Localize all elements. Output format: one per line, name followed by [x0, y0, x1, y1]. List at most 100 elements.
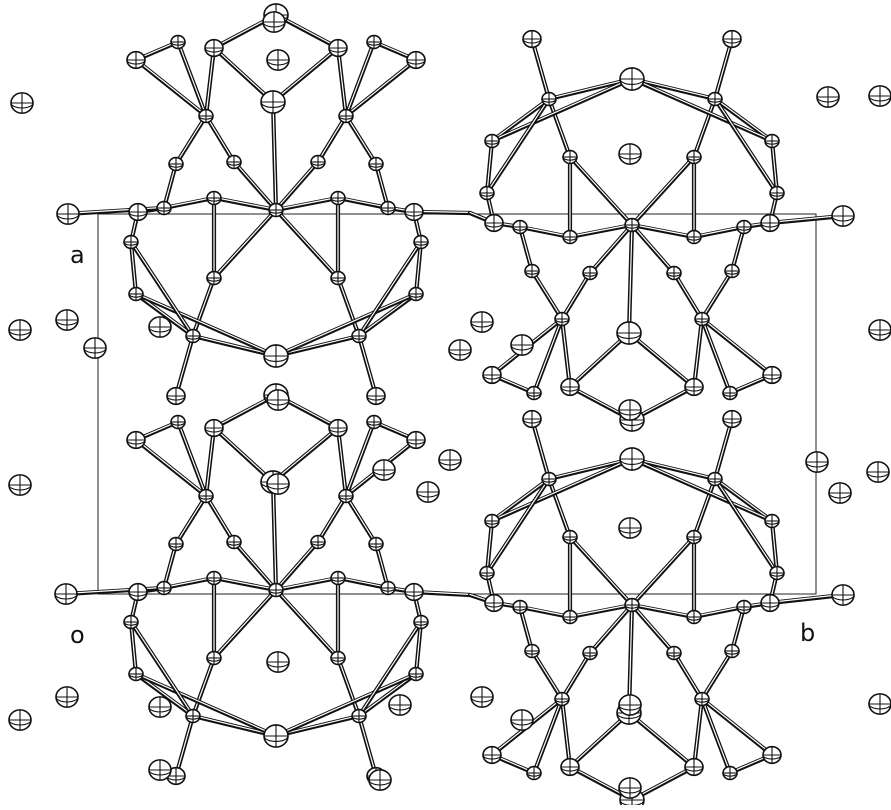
bond: [691, 316, 705, 390]
atom-ellipsoid: [260, 90, 286, 114]
bond: [173, 333, 196, 399]
atom-ellipsoid: [764, 513, 780, 529]
bond: [769, 138, 780, 196]
bond: [546, 456, 635, 482]
bond: [629, 154, 697, 228]
atom-ellipsoid: [170, 414, 186, 430]
bond: [699, 268, 735, 322]
atom-ellipsoid: [866, 461, 890, 483]
atom-ellipsoid: [526, 385, 542, 401]
bond: [203, 113, 237, 165]
bond-layer: [63, 12, 846, 803]
bond: [161, 575, 217, 591]
bond: [531, 696, 565, 776]
bond: [626, 222, 635, 336]
atom-ellipsoid: [769, 185, 785, 201]
atom-ellipsoid: [156, 200, 172, 216]
bond: [211, 587, 279, 661]
atom-ellipsoid: [736, 599, 752, 615]
bond: [211, 425, 276, 485]
atom-ellipsoid: [805, 451, 829, 473]
bond: [629, 602, 677, 656]
bond: [273, 587, 341, 661]
bond: [699, 696, 733, 776]
atom-ellipsoid: [404, 582, 424, 602]
atom-ellipsoid: [206, 570, 222, 586]
atom-ellipsoid: [562, 609, 578, 625]
atom-ellipsoid: [760, 593, 780, 613]
bond: [484, 138, 495, 196]
axis-label-b: b: [800, 619, 816, 647]
bond: [691, 96, 718, 160]
bond: [489, 76, 635, 144]
bond: [343, 57, 419, 119]
atom-ellipsoid: [686, 529, 702, 545]
atom-ellipsoid: [562, 149, 578, 165]
atom-ellipsoid: [366, 34, 382, 50]
atom-ellipsoid: [722, 765, 738, 781]
atom-ellipsoid: [168, 156, 184, 172]
bond: [273, 671, 419, 739]
bond: [489, 456, 635, 524]
atom-ellipsoid: [510, 334, 534, 356]
bond: [273, 539, 321, 593]
atom-ellipsoid: [338, 488, 354, 504]
bond: [133, 671, 279, 739]
bond: [190, 275, 217, 339]
atom-ellipsoid: [484, 133, 500, 149]
atom-ellipsoid: [262, 11, 286, 33]
bond: [356, 619, 424, 719]
bond: [211, 45, 276, 105]
bond: [567, 154, 635, 228]
bond: [273, 207, 341, 281]
bond: [567, 602, 635, 620]
atom-ellipsoid: [762, 745, 782, 765]
atom-ellipsoid: [206, 270, 222, 286]
bond: [484, 518, 495, 576]
atom-layer: [8, 3, 891, 810]
atom-ellipsoid: [148, 696, 172, 718]
atom-ellipsoid: [198, 488, 214, 504]
bond: [356, 713, 379, 779]
atom-ellipsoid: [351, 708, 367, 724]
atom-ellipsoid: [562, 229, 578, 245]
atom-ellipsoid: [482, 365, 502, 385]
bond: [484, 476, 552, 576]
atom-ellipsoid: [330, 570, 346, 586]
atom-ellipsoid: [204, 418, 224, 438]
bond: [769, 518, 780, 576]
bond: [712, 476, 775, 524]
atom-ellipsoid: [126, 430, 146, 450]
bond: [203, 493, 237, 545]
bond: [691, 476, 718, 540]
bond: [567, 222, 635, 240]
atom-ellipsoid: [619, 67, 645, 91]
atom-ellipsoid: [366, 386, 386, 406]
atom-ellipsoid: [554, 691, 570, 707]
bond: [629, 602, 697, 620]
bond: [173, 493, 209, 547]
atom-ellipsoid: [388, 694, 412, 716]
atom-ellipsoid: [380, 580, 396, 596]
bond: [315, 493, 349, 545]
atom-ellipsoid: [148, 316, 172, 338]
bond: [691, 696, 705, 770]
bond: [133, 437, 209, 499]
atom-ellipsoid: [170, 34, 186, 50]
bond: [699, 696, 775, 758]
atom-ellipsoid: [226, 534, 242, 550]
bond: [63, 205, 167, 217]
atom-ellipsoid: [438, 449, 462, 471]
atom-ellipsoid: [368, 769, 392, 791]
bond: [335, 655, 362, 719]
atom-ellipsoid: [404, 202, 424, 222]
atom-ellipsoid: [185, 708, 201, 724]
atom-ellipsoid: [128, 666, 144, 682]
bond: [273, 575, 341, 593]
atom-ellipsoid: [8, 319, 32, 341]
atom-ellipsoid: [707, 471, 723, 487]
axis-label-a: a: [70, 241, 85, 269]
bond: [63, 585, 167, 597]
bond: [343, 493, 379, 547]
atom-ellipsoid: [619, 447, 645, 471]
